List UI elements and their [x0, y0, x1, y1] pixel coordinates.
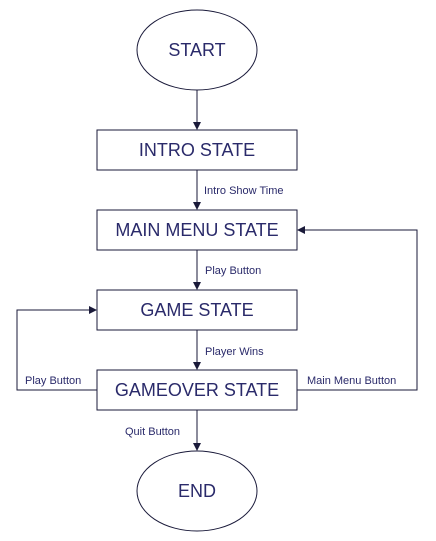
- edge-label-main-menu-button-bg: [304, 373, 408, 387]
- end-label: END: [178, 481, 216, 501]
- start-label: START: [168, 40, 225, 60]
- edge-gameover-to-game: [16, 306, 97, 391]
- edge-gameover-to-end: [193, 410, 201, 451]
- edge-label-play-button-menu: Play Button: [205, 265, 261, 277]
- edge-label-quit-button: Quit Button: [125, 426, 180, 438]
- edge-label-intro-show-time: Intro Show Time: [204, 185, 283, 197]
- edge-game-to-gameover: [193, 330, 201, 370]
- edge-label-main-menu-button: Main Menu Button: [307, 375, 396, 387]
- intro-state-node: INTRO STATE: [96, 129, 298, 171]
- edge-intro-to-main-menu: [193, 170, 201, 210]
- edge-label-play-button-gameover-bg: [22, 373, 88, 387]
- edge-label-play-button-gameover: Play Button: [25, 375, 81, 387]
- end-node: END: [136, 450, 258, 532]
- edge-start-to-intro: [193, 90, 201, 130]
- main-menu-state-label: MAIN MENU STATE: [115, 220, 278, 240]
- game-state-node: GAME STATE: [96, 289, 298, 331]
- gameover-state-label: GAMEOVER STATE: [115, 380, 279, 400]
- edge-label-player-wins: Player Wins: [205, 346, 264, 358]
- start-node: START: [136, 9, 258, 91]
- edge-gameover-to-main-menu: [297, 226, 418, 391]
- gameover-state-node: GAMEOVER STATE: [96, 369, 298, 411]
- main-menu-state-node: MAIN MENU STATE: [96, 209, 298, 251]
- intro-state-label: INTRO STATE: [139, 140, 255, 160]
- game-state-label: GAME STATE: [140, 300, 253, 320]
- edge-main-menu-to-game: [193, 250, 201, 290]
